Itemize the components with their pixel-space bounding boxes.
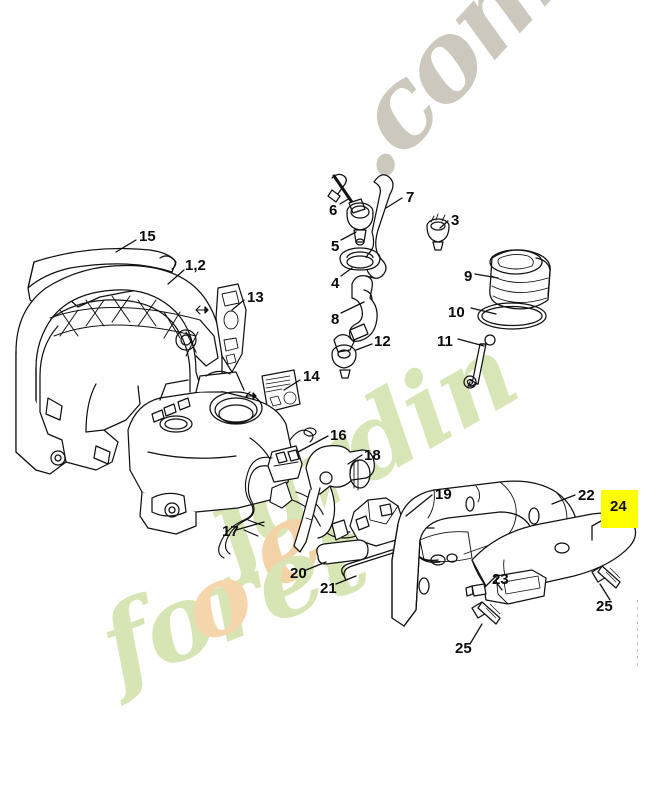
callout-11: 11: [437, 333, 453, 350]
callout-16: 16: [330, 427, 347, 444]
callout-17: 17: [222, 523, 239, 540]
callout-18: 18: [364, 447, 381, 464]
callout-21: 21: [320, 580, 337, 597]
part-fuel-pickup-assembly: [327, 173, 374, 246]
callout-6: 6: [329, 202, 338, 219]
part-vent-valve: [426, 213, 450, 251]
part-warning-decal-strip: [195, 283, 247, 373]
callout-13: 13: [247, 289, 264, 306]
part-handle-housing: [15, 264, 223, 475]
callout-4: 4: [331, 275, 340, 292]
part-o-ring: [477, 302, 547, 330]
leader-lines: [115, 197, 611, 645]
callout-23: 23: [492, 571, 509, 588]
part-screw-right: [591, 565, 621, 589]
callout-7: 7: [406, 189, 415, 206]
callout-14: 14: [303, 368, 320, 385]
part-switch-shuttle: [267, 445, 303, 483]
part-fuel-hose-long: [364, 174, 394, 279]
part-oil-pickup-body: [331, 334, 357, 379]
callout-5: 5: [331, 238, 340, 255]
callout-24-highlighted: 24: [601, 490, 638, 528]
part-filler-cap: [489, 249, 551, 310]
callout-12: 12: [374, 333, 391, 350]
callout-22: 22: [578, 487, 595, 504]
part-grommet-ring: [339, 247, 381, 271]
callout-1-2: 1,2: [185, 257, 206, 274]
callout-8: 8: [331, 311, 340, 328]
part-oil-hose: [349, 275, 378, 342]
callout-15: 15: [139, 228, 156, 245]
page-edge-marker: [637, 600, 638, 670]
callout-19: 19: [435, 486, 452, 503]
callout-20: 20: [290, 565, 307, 582]
part-fuel-tank-body: [127, 370, 293, 535]
part-screw-left: [471, 601, 501, 625]
callout-25-right: 25: [596, 598, 613, 615]
part-latch-catch: [465, 569, 547, 605]
part-retaining-strap: [463, 334, 496, 389]
callout-9: 9: [464, 268, 473, 285]
callout-10: 10: [448, 304, 465, 321]
callout-25-left: 25: [455, 640, 472, 657]
callout-3: 3: [451, 212, 460, 229]
part-information-decal: [245, 369, 301, 413]
